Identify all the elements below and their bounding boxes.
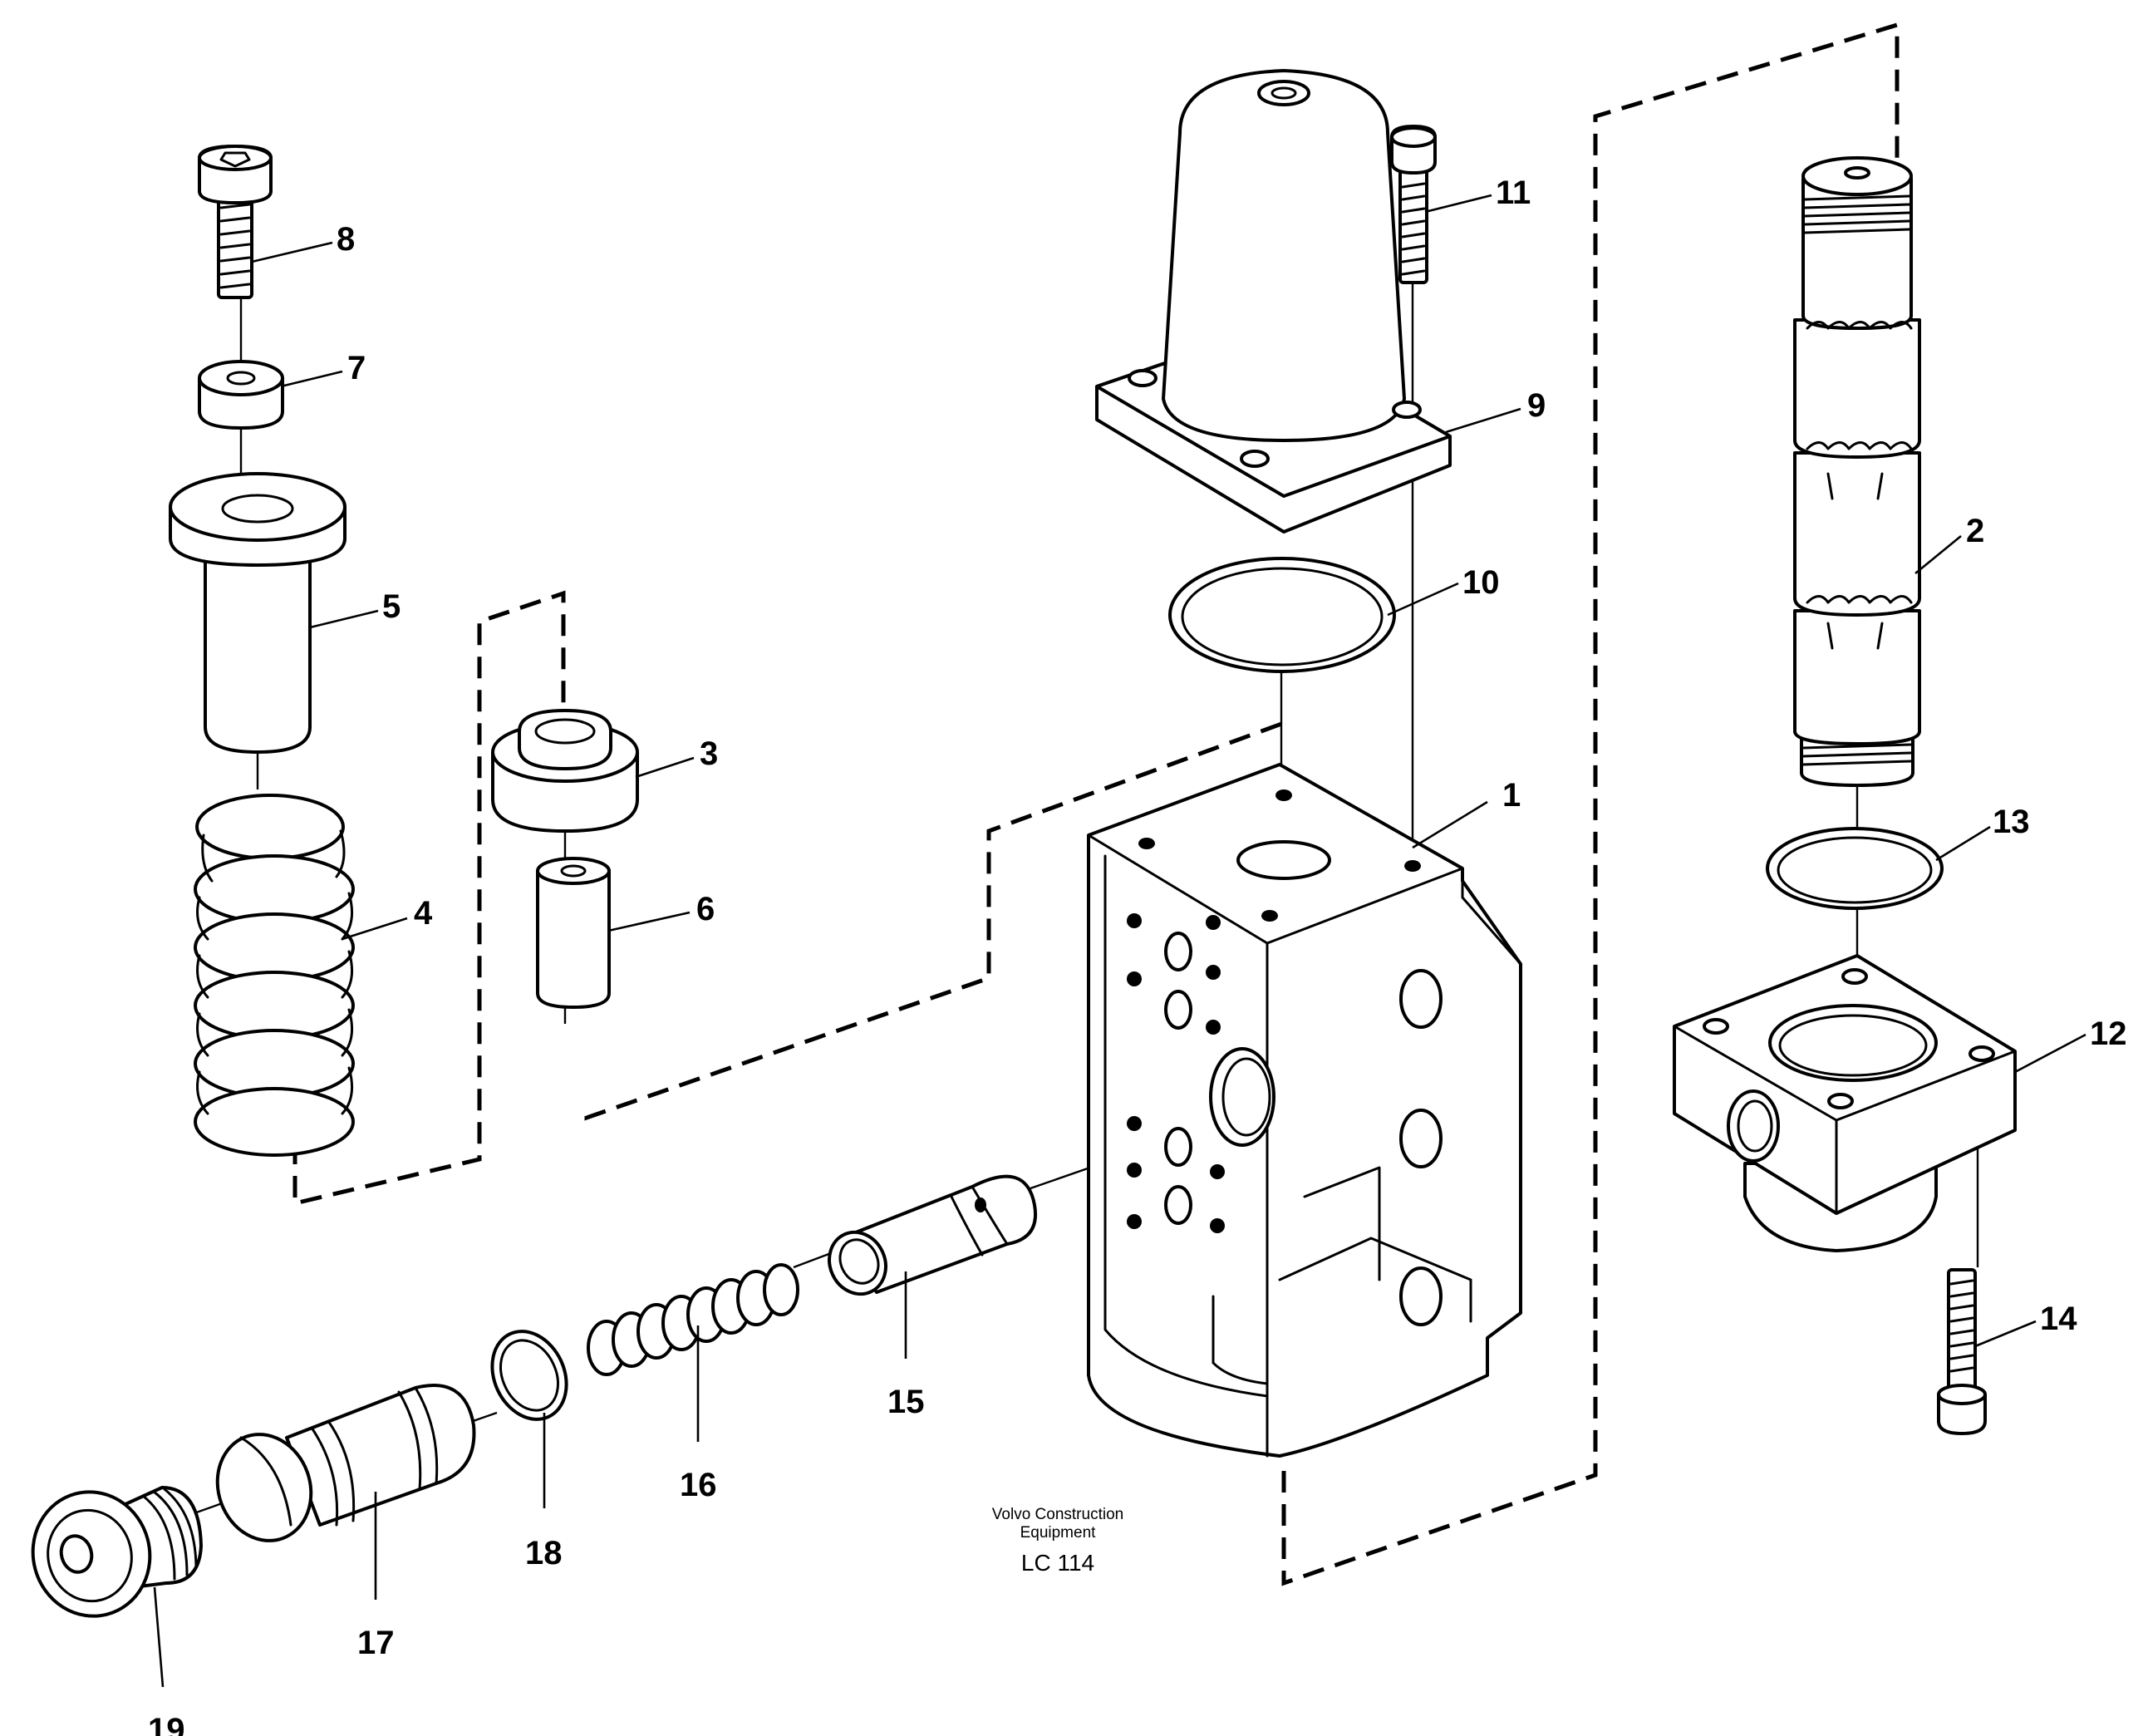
assembly-dash-lines <box>292 22 1900 1586</box>
callout-9: 9 <box>1527 387 1546 424</box>
part-15-guide-sleeve <box>828 1174 1037 1296</box>
part-4-coil-spring <box>194 794 355 1157</box>
drawing-code: LC 114 <box>1021 1550 1094 1576</box>
drawing-footer: Volvo Construction Equipment LC 114 <box>992 1506 1123 1576</box>
callout-1: 1 <box>1502 777 1521 814</box>
part-12-flange <box>1673 954 2017 1252</box>
part-16-compression-spring <box>587 1263 799 1376</box>
manufacturer-line-2: Equipment <box>1020 1524 1097 1542</box>
callout-19: 19 <box>148 1712 185 1736</box>
callout-labels: 1 2 3 4 5 6 7 8 9 10 11 12 13 14 15 16 1… <box>148 175 2127 1736</box>
assembly-axes <box>189 274 1979 1517</box>
part-7-washer <box>198 360 284 430</box>
callout-7: 7 <box>347 350 366 386</box>
callout-10: 10 <box>1462 564 1500 601</box>
callout-17: 17 <box>357 1625 395 1661</box>
callout-16: 16 <box>680 1467 717 1503</box>
callout-2: 2 <box>1966 513 1984 549</box>
part-9-cover <box>1095 69 1452 534</box>
callout-3: 3 <box>700 735 718 772</box>
callout-8: 8 <box>337 221 355 258</box>
callout-15: 15 <box>887 1384 925 1420</box>
callout-6: 6 <box>696 891 715 927</box>
part-14-cap-screw <box>1937 1268 1987 1435</box>
part-18-o-ring <box>490 1330 568 1421</box>
leader-lines <box>153 194 2086 1688</box>
part-3-spring-seat <box>491 709 639 833</box>
part-19-plug <box>31 1486 203 1618</box>
part-1-valve-housing <box>1087 763 1522 1458</box>
part-13-o-ring <box>1766 827 1944 910</box>
part-5-sleeve <box>169 472 347 754</box>
part-10-o-ring <box>1168 557 1396 673</box>
part-6-spacer <box>536 857 611 1009</box>
part-2-threaded-cartridge <box>1793 156 1921 787</box>
callout-11: 11 <box>1496 175 1531 211</box>
part-11-cap-screw <box>1390 125 1437 284</box>
callout-13: 13 <box>1993 804 2030 840</box>
callout-18: 18 <box>525 1535 563 1571</box>
callout-5: 5 <box>382 588 401 625</box>
part-17-piston <box>215 1384 476 1542</box>
part-8-cap-screw <box>198 145 273 299</box>
callout-12: 12 <box>2090 1016 2127 1052</box>
callout-4: 4 <box>414 895 433 932</box>
manufacturer-line-1: Volvo Construction <box>992 1506 1123 1523</box>
callout-14: 14 <box>2040 1301 2077 1337</box>
